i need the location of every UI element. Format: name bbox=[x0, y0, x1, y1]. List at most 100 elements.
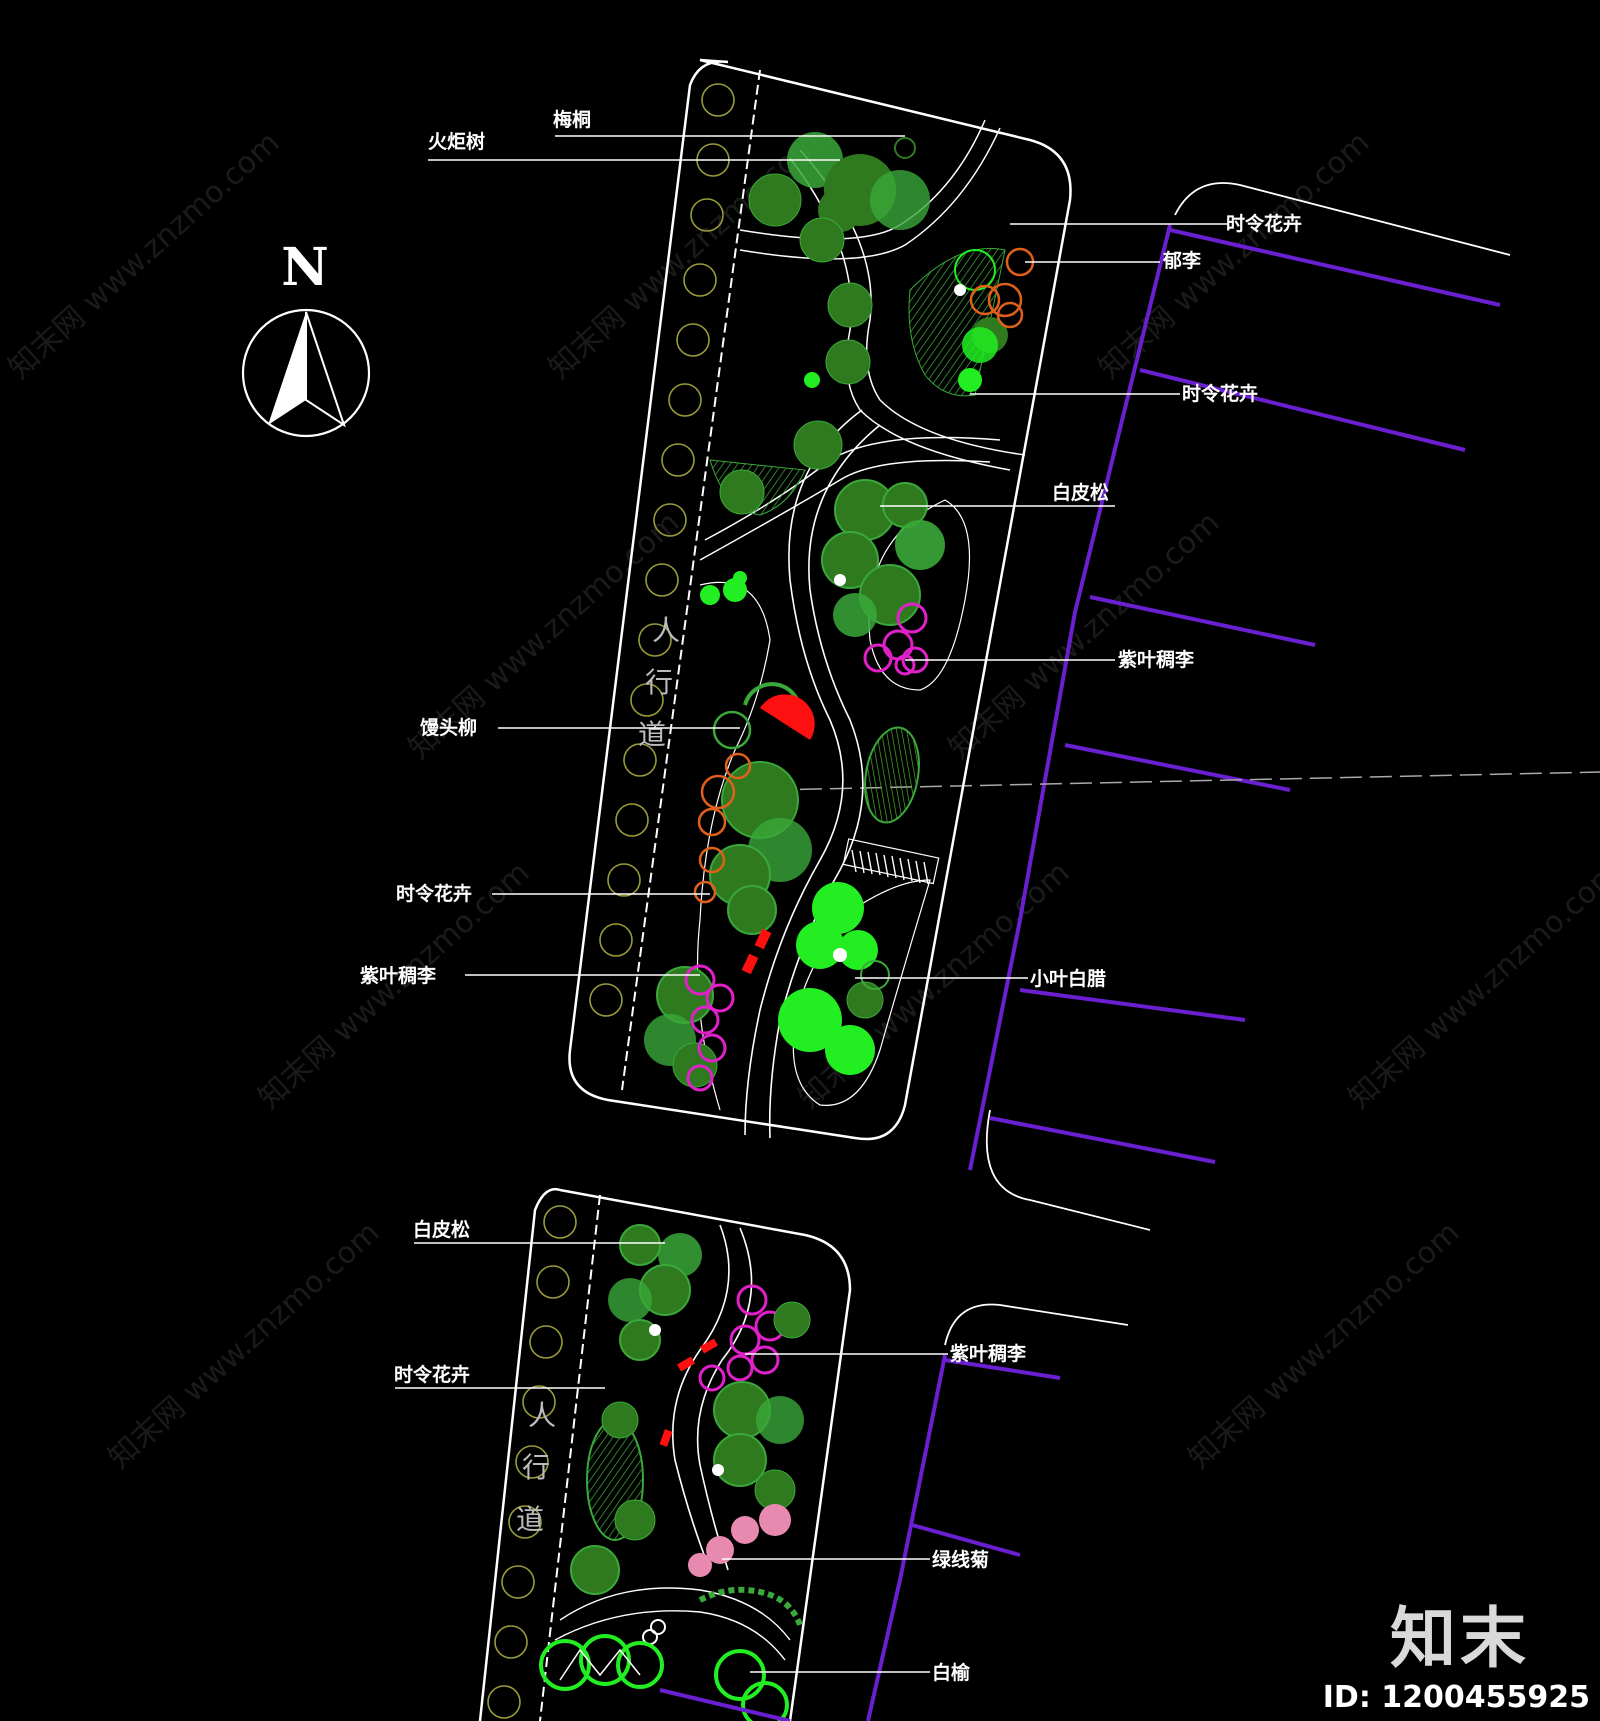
road-edge bbox=[944, 1303, 1129, 1346]
tree bbox=[672, 1042, 718, 1088]
tree bbox=[570, 1545, 620, 1595]
tree bbox=[894, 137, 916, 159]
crosswalk-stripes bbox=[851, 849, 929, 885]
parking-line bbox=[1169, 228, 1501, 307]
baipisong-tree bbox=[895, 520, 945, 570]
label-mantouliu: 馒头柳 bbox=[420, 716, 477, 739]
sidewalk-char: 行 bbox=[645, 666, 673, 699]
parking-line bbox=[1089, 595, 1316, 647]
sidewalk-char: 道 bbox=[638, 718, 666, 751]
street-tree bbox=[589, 983, 623, 1017]
tree bbox=[793, 420, 843, 470]
walkway-curve bbox=[744, 409, 863, 1136]
street-tree bbox=[623, 743, 657, 777]
brand-watermark: 知末 ID: 1200455925 bbox=[1323, 1606, 1590, 1716]
ziye-lizi-shrub bbox=[686, 1064, 714, 1092]
label-ziyelitou-3: 紫叶稠李 bbox=[950, 1342, 1027, 1365]
shrub bbox=[650, 1619, 666, 1635]
label-shilinghuahui-2: 时令花卉 bbox=[1182, 382, 1258, 405]
jinsiju-flower bbox=[688, 1553, 712, 1577]
watermark: 知末网 www.znzmo.com bbox=[2, 125, 286, 386]
jinsiju-flower bbox=[759, 1504, 791, 1536]
sidewalk-char: 行 bbox=[522, 1451, 550, 1484]
shrub bbox=[614, 1499, 656, 1541]
street-tree bbox=[515, 1445, 549, 1479]
sidewalk-char: 人 bbox=[528, 1399, 556, 1432]
label-huojushu: 火炬树 bbox=[428, 130, 485, 153]
jinsiju-flower bbox=[706, 1536, 734, 1564]
street-tree bbox=[501, 1565, 535, 1599]
path-curve bbox=[739, 127, 1001, 260]
label-baipisong-1: 白皮松 bbox=[1052, 481, 1109, 504]
vegetation-upper bbox=[644, 132, 1035, 1092]
lower-island-outline bbox=[478, 1187, 852, 1721]
tree bbox=[825, 339, 871, 385]
street-tree bbox=[638, 623, 672, 657]
label-shilinghuahui-1: 时令花卉 bbox=[1226, 212, 1302, 235]
watermark: 知末网 www.znzmo.com bbox=[102, 1215, 386, 1476]
flower bbox=[697, 807, 727, 837]
road-curb-line bbox=[968, 224, 1172, 1171]
marker bbox=[659, 1429, 673, 1447]
street-tree bbox=[529, 1325, 563, 1359]
marker bbox=[700, 1338, 718, 1354]
baiyu-tree bbox=[616, 1641, 664, 1689]
parking-line bbox=[989, 1116, 1216, 1164]
road-edge bbox=[1174, 182, 1511, 256]
hedge-bed bbox=[864, 726, 920, 824]
street-tree bbox=[607, 863, 641, 897]
marker bbox=[741, 953, 759, 975]
tree bbox=[748, 173, 802, 227]
street-tree bbox=[615, 803, 649, 837]
flower bbox=[693, 880, 717, 904]
street-tree bbox=[630, 683, 664, 717]
tree bbox=[756, 1396, 804, 1444]
street-tree bbox=[543, 1205, 577, 1239]
plant-labels: 梅桐 火炬树 时令花卉 郁李 时令花卉 白皮松 紫叶稠李 馒头柳 时令花卉 紫叶… bbox=[360, 108, 1302, 1684]
street-tree bbox=[661, 443, 695, 477]
bed-outline bbox=[868, 499, 971, 691]
sidewalk-char: 人 bbox=[652, 614, 680, 647]
street-tree bbox=[494, 1625, 528, 1659]
compass-needle-left bbox=[268, 312, 306, 425]
watermark: 知末网 www.znzmo.com bbox=[1342, 855, 1600, 1116]
jinsiju-flower bbox=[731, 1516, 759, 1544]
shrub bbox=[962, 327, 998, 363]
watermark: 知末网 www.znzmo.com bbox=[1182, 1215, 1466, 1476]
shrub bbox=[712, 1464, 724, 1476]
label-xiaoyebaila: 小叶白腊 bbox=[1030, 967, 1106, 990]
ziye-lizi-shrub bbox=[705, 983, 735, 1013]
walkway-curve bbox=[559, 1587, 791, 1641]
ziye-lizi-shrub bbox=[698, 1364, 726, 1392]
street-tree bbox=[487, 1685, 521, 1719]
watermark: 知末网 www.znzmo.com bbox=[1092, 125, 1376, 386]
parking-line bbox=[1019, 988, 1246, 1022]
shrub bbox=[804, 372, 820, 388]
sidewalk-edge bbox=[621, 69, 761, 1091]
shrub bbox=[773, 1301, 811, 1339]
shrub bbox=[601, 1401, 639, 1439]
xiaoye-baila-tree bbox=[825, 1025, 875, 1075]
label-jinsiju: 绿线菊 bbox=[932, 1548, 989, 1571]
shrub bbox=[649, 1324, 661, 1336]
street-tree bbox=[668, 383, 702, 417]
walkway-curve bbox=[672, 1224, 730, 1571]
sidewalk-edge bbox=[539, 1194, 601, 1721]
ziye-lizi-shrub bbox=[690, 1005, 720, 1035]
ziye-lizi-shrub bbox=[894, 654, 916, 676]
label-yuli: 郁李 bbox=[1162, 249, 1202, 272]
sidewalk-text-lower: 人 行 道 bbox=[516, 1399, 556, 1536]
tree bbox=[870, 170, 930, 230]
xiaoye-baila-tree bbox=[838, 930, 878, 970]
tree bbox=[719, 469, 765, 515]
parking-line bbox=[1064, 743, 1291, 792]
tree bbox=[799, 217, 845, 263]
walkway-curve bbox=[696, 1227, 753, 1571]
street-tree bbox=[683, 263, 717, 297]
baipisong-tree bbox=[833, 593, 877, 637]
label-ziyelitou-1: 紫叶稠李 bbox=[1118, 648, 1195, 671]
street-tree bbox=[536, 1265, 570, 1299]
shrub bbox=[834, 574, 846, 586]
ziye-lizi-shrub bbox=[736, 1284, 768, 1316]
street-tree bbox=[522, 1385, 556, 1419]
